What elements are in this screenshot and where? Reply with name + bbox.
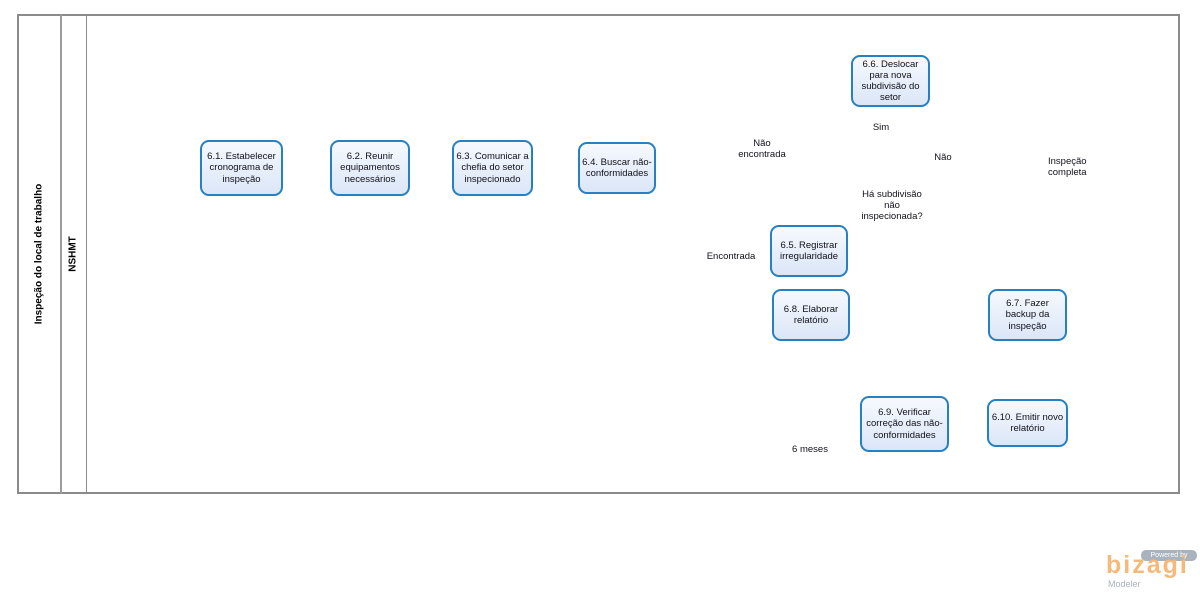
task-6-8: 6.8. Elaborar relatório xyxy=(772,289,850,341)
label-ha-subdivisao: Há subdivisão não inspecionada? xyxy=(861,189,923,223)
bizagi-modeler-label: Modeler xyxy=(1108,579,1141,589)
label-nao-encontrada: Não encontrada xyxy=(738,138,786,161)
task-6-4: 6.4. Buscar não-conformidades xyxy=(578,142,656,194)
task-6-2: 6.2. Reunir equipamentos necessários xyxy=(330,140,410,196)
label-sim: Sim xyxy=(872,122,890,133)
label-nao: Não xyxy=(934,152,952,163)
task-6-6: 6.6. Deslocar para nova subdivisão do se… xyxy=(851,55,930,107)
task-6-9: 6.9. Verificar correção das não-conformi… xyxy=(860,396,949,452)
label-encontrada: Encontrada xyxy=(706,251,756,262)
bizagi-logo: bizagi xyxy=(1106,551,1189,579)
task-6-1: 6.1. Estabelecer cronograma de inspeção xyxy=(200,140,283,196)
powered-by-badge: Powered by xyxy=(1141,550,1197,561)
lane-title-nshmt: NSHMT xyxy=(67,236,79,272)
task-6-5: 6.5. Registrar irregularidade xyxy=(770,225,848,277)
label-inspecao-completa: Inspeção completa xyxy=(1048,156,1087,179)
task-6-7: 6.7. Fazer backup da inspeção xyxy=(988,289,1067,341)
pool-lane-divider xyxy=(60,14,62,494)
pool-title: Inspeção do local de trabalho xyxy=(33,183,45,325)
task-6-3: 6.3. Comunicar a chefia do setor inspeci… xyxy=(452,140,533,196)
task-6-10: 6.10. Emitir novo relatório xyxy=(987,399,1068,447)
lane-content-divider xyxy=(86,14,87,494)
label-6-meses: 6 meses xyxy=(792,444,828,455)
pool-inspecao-local-trabalho xyxy=(17,14,1180,494)
